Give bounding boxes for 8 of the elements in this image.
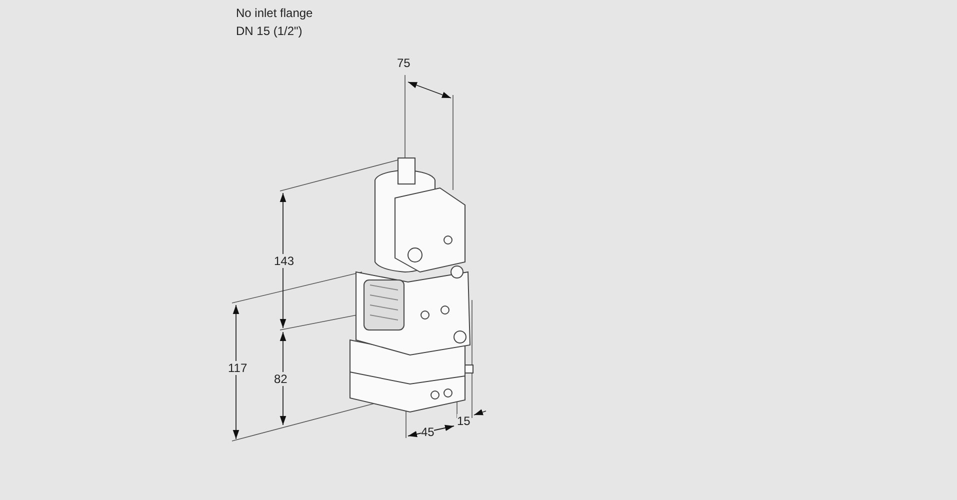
- dimension-value: 15: [457, 414, 470, 428]
- dimension-value: 143: [274, 254, 294, 268]
- note-text: DN 15 (1/2"): [236, 24, 302, 38]
- dimension-value: 82: [274, 372, 288, 386]
- note-text: No inlet flange: [236, 6, 313, 20]
- dimension-value: 117: [228, 361, 248, 375]
- dimension-value: 75: [397, 56, 410, 70]
- dimension-value: 45: [421, 425, 434, 439]
